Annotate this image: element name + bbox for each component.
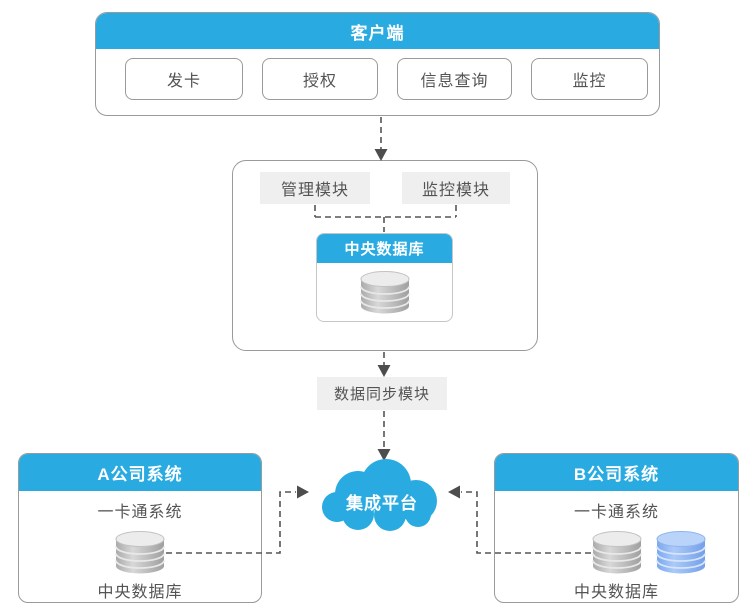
database-cylinder-gray-icon xyxy=(115,531,165,574)
client-module-label: 监控 xyxy=(572,73,607,90)
monitoring-module-label: 监控模块 xyxy=(402,172,510,204)
arrow-right-icon xyxy=(297,485,309,499)
client-module-card-monitor: 监控 xyxy=(531,58,648,100)
integration-platform-label: 集成平台 xyxy=(346,494,418,513)
monitoring-module-text: 监控模块 xyxy=(421,182,490,199)
arrow-left-icon xyxy=(448,485,460,499)
central-database-box: 中央数据库 xyxy=(316,233,453,322)
data-sync-module-text: 数据同步模块 xyxy=(333,386,430,403)
company-a-subsystem-label: 一卡通系统 xyxy=(97,504,183,521)
arrow-down-icon xyxy=(377,449,391,461)
client-panel-title: 客户端 xyxy=(96,13,659,49)
company-b-subsystem-label: 一卡通系统 xyxy=(573,504,659,521)
client-module-card-issue: 发卡 xyxy=(125,58,243,100)
central-database-title: 中央数据库 xyxy=(317,234,452,263)
client-module-card-query: 信息查询 xyxy=(397,58,512,100)
arrow-down-icon xyxy=(377,365,391,377)
company-a-title: A公司系统 xyxy=(19,454,261,491)
database-cylinder-gray-icon xyxy=(359,270,410,313)
company-b-database-label: 中央数据库 xyxy=(573,584,659,601)
client-module-label: 信息查询 xyxy=(420,73,489,90)
company-b-database-blue xyxy=(655,530,707,575)
database-cylinder-blue-icon xyxy=(656,531,706,574)
management-module-label: 管理模块 xyxy=(260,172,370,204)
management-module-text: 管理模块 xyxy=(280,182,349,199)
client-module-label: 发卡 xyxy=(166,73,201,90)
client-module-card-authorize: 授权 xyxy=(262,58,378,100)
company-a-panel: A公司系统 xyxy=(18,453,262,603)
data-sync-module-label: 数据同步模块 xyxy=(317,377,447,410)
company-a-database-label: 中央数据库 xyxy=(97,584,183,601)
database-cylinder-gray-icon xyxy=(592,531,642,574)
central-database-body xyxy=(317,263,452,321)
company-b-title: B公司系统 xyxy=(495,454,738,491)
company-a-database xyxy=(114,530,166,575)
client-module-label: 授权 xyxy=(302,73,337,90)
company-b-database-gray xyxy=(591,530,643,575)
